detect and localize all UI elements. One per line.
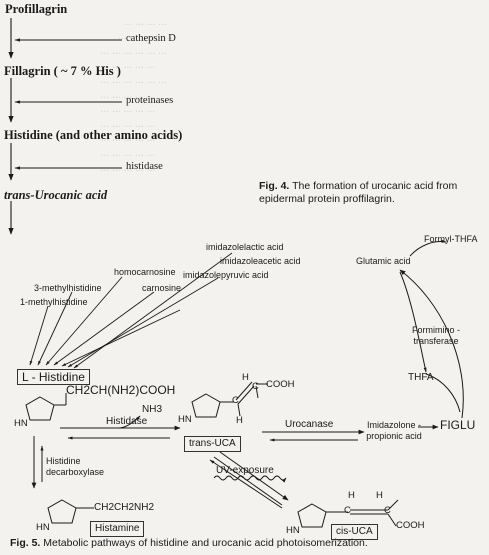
nh3-label: NH3 bbox=[142, 404, 163, 415]
enzyme-proteinases: proteinases bbox=[126, 95, 174, 106]
precursor-carnosine: carnosine bbox=[142, 283, 182, 293]
histamine-box: Histamine bbox=[90, 521, 145, 537]
formyl-thfa-label: Formyl-THFA bbox=[424, 234, 478, 244]
formimino-label: Formimino - transferase bbox=[411, 325, 460, 346]
enzyme-histidase: histidase bbox=[126, 161, 163, 172]
precursor-imidazoleacetic-acid: imidazoleacetic acid bbox=[220, 256, 301, 266]
fig5-caption-label: Fig. 5. bbox=[10, 537, 41, 549]
histamine-chain: CH2CH2NH2 bbox=[94, 502, 155, 513]
precursor-imidazolelactic-acid: imidazolelactic acid bbox=[206, 242, 284, 252]
uv-exposure-label: UV-exposure bbox=[216, 465, 274, 476]
imidazolone-label: Imidazolone - propionic acid bbox=[366, 420, 422, 441]
cis-uca-box: cis-UCA bbox=[331, 524, 378, 540]
thfa-label: THFA bbox=[408, 372, 434, 383]
step-fillagrin: Fillagrin ( ~ 7 % His ) bbox=[4, 64, 121, 78]
cis-h1: H bbox=[348, 490, 355, 501]
cis-cooh: COOH bbox=[396, 520, 425, 531]
fig5-caption: Fig. 5. Metabolic pathways of histidine … bbox=[10, 537, 368, 550]
precursor-imidazolepyruvic-acid: imidazolepyruvic acid bbox=[183, 270, 269, 280]
l-histidine-box: L - Histidine bbox=[17, 369, 90, 385]
trans-c2: C bbox=[252, 381, 259, 392]
fig4-caption-text: The formation of urocanic acid from epid… bbox=[259, 180, 458, 205]
trans-h2: H bbox=[236, 415, 243, 426]
urocanase-label: Urocanase bbox=[285, 419, 334, 430]
figlu-label: FIGLU bbox=[440, 418, 476, 432]
fig4-caption: Fig. 4. The formation of urocanic acid f… bbox=[259, 180, 484, 206]
decarboxylase-label: Histidine decarboxylase bbox=[46, 456, 105, 477]
precursor-1-methylhistidine: 1-methylhistidine bbox=[20, 297, 88, 307]
step-trans-urocanic-acid: trans-Urocanic acid bbox=[4, 188, 108, 202]
fig5-caption-text: Metabolic pathways of histidine and uroc… bbox=[43, 537, 368, 549]
histidine-sidechain: CH2CH(NH2)COOH bbox=[66, 383, 176, 397]
trans-nh: HN bbox=[178, 414, 192, 425]
fig4-caption-label: Fig. 4. bbox=[259, 180, 290, 192]
trans-cooh: COOH bbox=[266, 379, 295, 390]
cis-nh: HN bbox=[286, 525, 300, 536]
cis-c2: C bbox=[384, 505, 391, 516]
precursor-homocarnosine: homocarnosine bbox=[114, 267, 176, 277]
histamine-nh: HN bbox=[36, 522, 50, 533]
cis-c1: C bbox=[344, 505, 351, 516]
step-histidine: Histidine (and other amino acids) bbox=[4, 128, 183, 142]
enzyme-cathepsin: cathepsin D bbox=[126, 33, 176, 44]
precursor-3-methylhistidine: 3-methylhistidine bbox=[34, 283, 102, 293]
trans-uca-box: trans-UCA bbox=[184, 436, 241, 452]
trans-h1: H bbox=[242, 372, 249, 383]
step-profillagrin: Profillagrin bbox=[5, 2, 68, 16]
histidase-label: Histidase bbox=[106, 416, 148, 427]
histidine-nh: HN bbox=[14, 418, 28, 429]
glutamic-acid-label: Glutamic acid bbox=[356, 256, 411, 266]
trans-c1: C bbox=[232, 395, 239, 406]
cis-h2: H bbox=[376, 490, 383, 501]
